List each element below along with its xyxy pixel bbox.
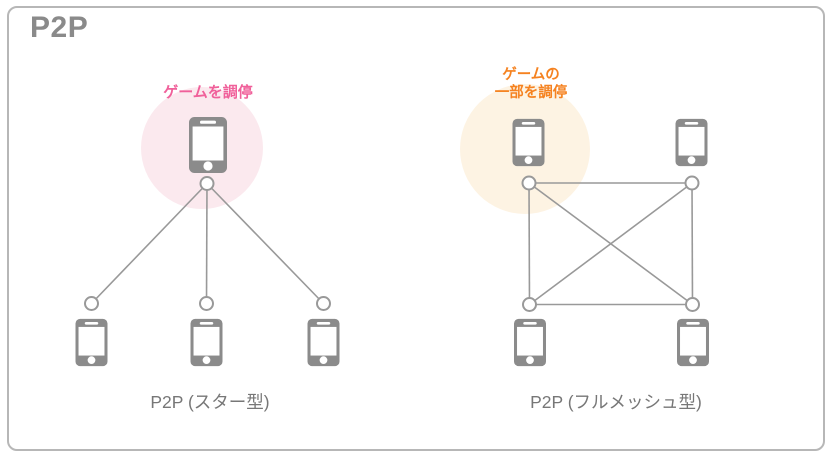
mesh-annotation-line1: ゲームの — [502, 67, 560, 83]
mesh-node-bottom-left — [522, 297, 537, 312]
mesh-node-top-left — [521, 175, 537, 191]
star-hub-annotation: ゲームを調停 — [163, 84, 253, 101]
page-title: P2P — [30, 11, 89, 44]
star-leaf1-node — [84, 296, 99, 311]
mesh-annotation-line2: 一部を調停 — [494, 85, 568, 101]
smartphone-icon-star-hub — [189, 117, 227, 173]
smartphone-icon-star-leaf3 — [307, 318, 340, 367]
mesh-edge-right — [691, 182, 694, 305]
mesh-phones — [512, 118, 709, 367]
mesh-node-bottom-right — [685, 297, 700, 312]
mesh-edge-diagonal2 — [529, 182, 693, 306]
panel-border — [7, 6, 825, 451]
star-edge-hub-leaf3 — [206, 182, 325, 305]
star-nodes — [84, 176, 331, 311]
smartphone-icon-mesh-bottom-left — [514, 318, 546, 367]
smartphone-icon-star-leaf1 — [75, 318, 108, 367]
mesh-peer-annotation: ゲームの 一部を調停 — [495, 66, 568, 102]
smartphone-icon-star-leaf2 — [190, 318, 223, 367]
star-diagram-caption: P2P (スター型) — [150, 392, 270, 412]
smartphone-icon-mesh-top-right — [675, 118, 708, 167]
mesh-nodes — [521, 175, 700, 312]
star-hub-node — [199, 176, 215, 191]
smartphone-icon-mesh-top-left — [512, 118, 545, 167]
star-edge-hub-leaf2 — [205, 183, 208, 304]
smartphone-icon-mesh-bottom-right — [677, 318, 709, 367]
star-edge-hub-leaf1 — [90, 182, 208, 305]
star-leaf2-node — [199, 296, 214, 311]
star-edges — [90, 182, 325, 305]
mesh-node-top-right — [684, 175, 700, 191]
star-leaf3-node — [316, 296, 331, 311]
mesh-edge-left — [528, 182, 531, 305]
mesh-diagram-caption: P2P (フルメッシュ型) — [530, 392, 702, 412]
mesh-edges — [528, 182, 694, 306]
